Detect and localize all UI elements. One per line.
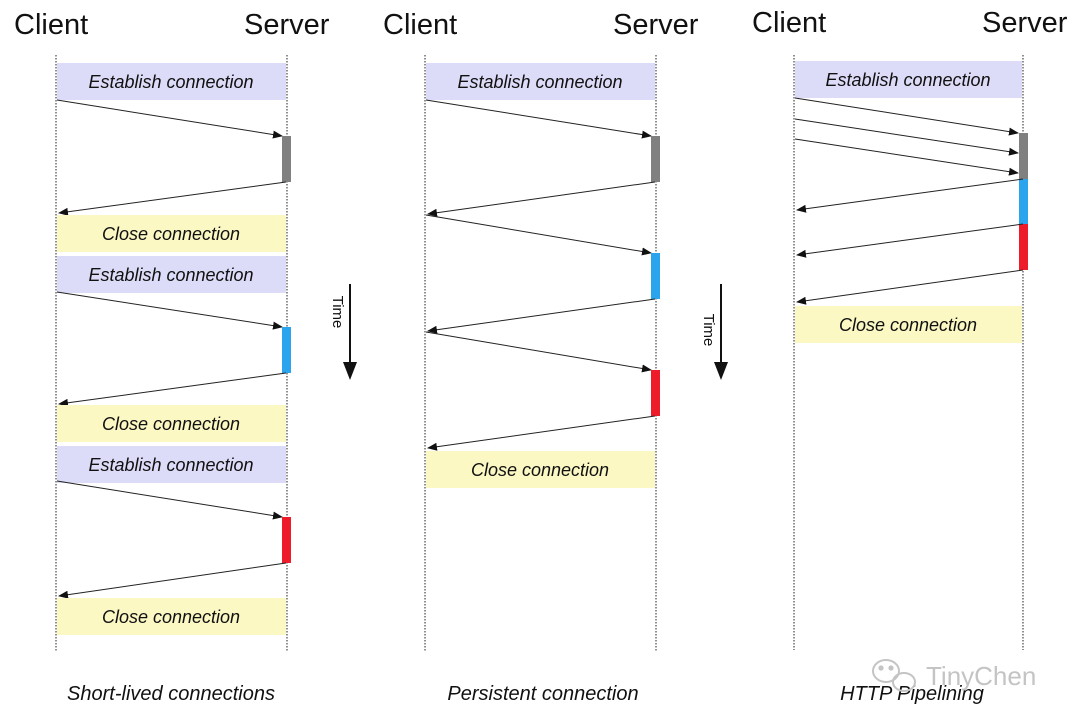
response-arrow <box>427 415 656 451</box>
response-arrow <box>796 178 1024 213</box>
server-processing-bar-red <box>651 370 660 416</box>
panel-persistent: Client Server Establish connection Close… <box>383 9 699 705</box>
panel-caption: HTTP Pipelining <box>840 683 984 705</box>
watermark: TinyChen <box>872 659 1036 692</box>
time-arrow: Time <box>329 284 357 380</box>
response-arrow <box>427 181 656 217</box>
request-arrow <box>56 480 283 520</box>
close-connection-box <box>426 451 655 488</box>
client-label: Client <box>752 7 826 39</box>
establish-connection-box <box>57 446 286 483</box>
server-label: Server <box>613 9 699 41</box>
watermark-text: TinyChen <box>926 661 1036 691</box>
close-connection-box <box>57 215 286 252</box>
close-connection-label: Close connection <box>471 460 609 480</box>
time-arrow-head <box>343 362 357 380</box>
wechat-icon <box>872 659 916 692</box>
server-processing-bar-red <box>1019 224 1028 270</box>
request-arrow <box>425 99 652 139</box>
server-processing-bar-red <box>282 517 291 563</box>
establish-connection-label: Establish connection <box>457 72 622 92</box>
server-label: Server <box>244 9 330 41</box>
time-arrow: Time <box>700 284 728 380</box>
response-arrow <box>58 181 287 216</box>
server-processing-bar-blue <box>282 327 291 373</box>
establish-connection-box <box>57 256 286 293</box>
request-arrow <box>794 97 1019 136</box>
close-connection-label: Close connection <box>839 315 977 335</box>
client-label: Client <box>383 9 457 41</box>
close-connection-label: Close connection <box>102 414 240 434</box>
server-processing-bar-blue <box>651 253 660 299</box>
close-connection-label: Close connection <box>102 224 240 244</box>
panel-short-lived: Client Server Establish connection Close… <box>14 9 330 705</box>
server-processing-bar-grey <box>282 136 291 182</box>
establish-connection-box <box>426 63 655 100</box>
response-arrow <box>427 298 656 334</box>
request-arrow <box>794 118 1019 156</box>
response-arrow <box>796 223 1024 258</box>
establish-connection-label: Establish connection <box>825 70 990 90</box>
response-arrow <box>58 372 287 407</box>
request-arrow <box>56 99 283 139</box>
panel-pipelining: Client Server Establish connection Close… <box>752 7 1068 705</box>
client-label: Client <box>14 9 88 41</box>
close-connection-label: Close connection <box>102 607 240 627</box>
time-label: Time <box>700 314 717 347</box>
server-processing-bar-grey <box>1019 133 1028 179</box>
request-arrow <box>425 331 652 373</box>
request-arrow <box>794 138 1019 176</box>
establish-connection-box <box>57 63 286 100</box>
response-arrow <box>796 269 1024 305</box>
server-label: Server <box>982 7 1068 39</box>
request-arrow <box>425 214 652 256</box>
panel-caption: Persistent connection <box>447 683 638 705</box>
establish-connection-label: Establish connection <box>88 455 253 475</box>
establish-connection-box <box>795 61 1022 98</box>
close-connection-box <box>57 598 286 635</box>
close-connection-box <box>795 306 1022 343</box>
establish-connection-label: Establish connection <box>88 72 253 92</box>
establish-connection-label: Establish connection <box>88 265 253 285</box>
request-arrow <box>56 291 283 330</box>
time-label: Time <box>329 296 346 329</box>
server-processing-bar-grey <box>651 136 660 182</box>
close-connection-box <box>57 405 286 442</box>
time-arrow-head <box>714 362 728 380</box>
response-arrow <box>58 562 287 599</box>
server-processing-bar-blue <box>1019 179 1028 224</box>
panel-caption: Short-lived connections <box>67 683 275 705</box>
